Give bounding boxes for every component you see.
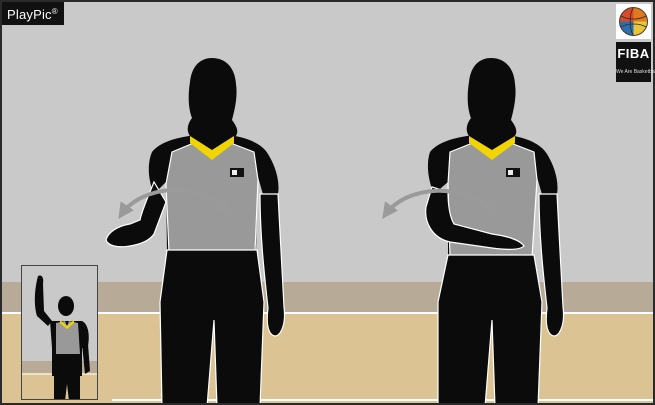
- basketball-globe-icon: [616, 4, 651, 39]
- fiba-wordmark: FIBA: [616, 46, 651, 61]
- fiba-wordmark-block: FIBA We Are Basketball: [616, 42, 651, 82]
- inset-thumbnail: [21, 265, 98, 400]
- registered-mark: ®: [52, 7, 58, 16]
- playpic-watermark: PlayPic®: [2, 2, 64, 25]
- watermark-brand: PlayPic: [7, 7, 52, 22]
- fiba-logo: FIBA We Are Basketball: [616, 4, 651, 82]
- fiba-tagline: We Are Basketball: [616, 69, 651, 75]
- inset-referee-raised-arm: [22, 266, 98, 400]
